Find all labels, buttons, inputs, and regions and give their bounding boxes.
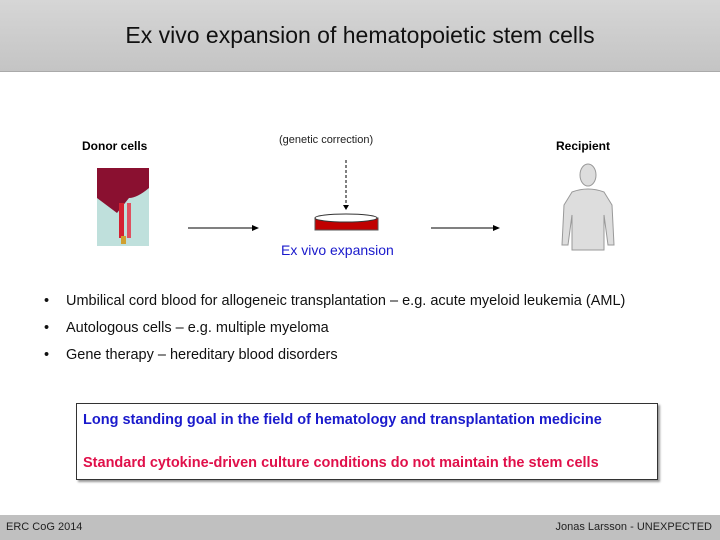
donor-label: Donor cells bbox=[82, 139, 148, 153]
footer-left: ERC CoG 2014 bbox=[6, 521, 83, 533]
dashed-arrow-head bbox=[343, 205, 349, 210]
human-body-icon bbox=[561, 163, 615, 251]
culture-dish-icon bbox=[314, 213, 379, 231]
problem-text: Standard cytokine-driven culture conditi… bbox=[83, 455, 599, 471]
bullet-item: Gene therapy – hereditary blood disorder… bbox=[44, 347, 625, 374]
slide-header: Ex vivo expansion of hematopoietic stem … bbox=[0, 0, 720, 72]
diagram-arrows bbox=[188, 160, 615, 251]
footer-right: Jonas Larsson - UNEXPECTED bbox=[555, 521, 713, 533]
slide-title: Ex vivo expansion of hematopoietic stem … bbox=[125, 22, 595, 48]
expansion-label: Ex vivo expansion bbox=[281, 242, 394, 258]
bullet-item: Autologous cells – e.g. multiple myeloma bbox=[44, 320, 625, 347]
genetic-correction-label: (genetic correction) bbox=[279, 134, 374, 146]
goal-text: Long standing goal in the field of hemat… bbox=[83, 412, 602, 428]
slide-footer: ERC CoG 2014 Jonas Larsson - UNEXPECTED bbox=[0, 515, 720, 540]
donor-cells-image bbox=[97, 168, 149, 246]
blood-bag-icon bbox=[97, 168, 149, 244]
key-message-box: Long standing goal in the field of hemat… bbox=[76, 403, 658, 480]
bullet-list: Umbilical cord blood for allogeneic tran… bbox=[44, 293, 625, 374]
bullet-item: Umbilical cord blood for allogeneic tran… bbox=[44, 293, 625, 320]
recipient-label: Recipient bbox=[556, 139, 611, 153]
